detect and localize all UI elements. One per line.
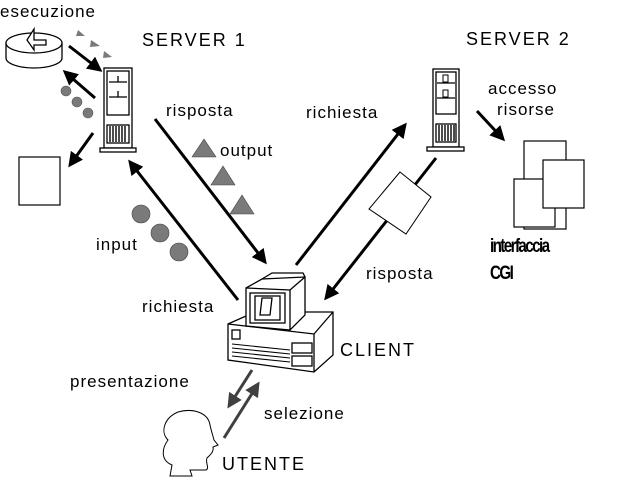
label-client: CLIENT <box>340 340 417 360</box>
arrow-presentazione <box>227 369 254 409</box>
label-presentazione: presentazione <box>70 372 190 391</box>
label-output: output <box>220 141 274 160</box>
triangle-token <box>210 165 236 186</box>
label-accesso: accesso <box>488 79 558 98</box>
response-document-icon <box>368 171 432 235</box>
server2-icon <box>426 68 465 152</box>
output-tokens <box>191 138 255 215</box>
output-document-icon <box>18 156 61 206</box>
label-interfaccia: interfaccia <box>490 236 550 257</box>
label-richiesta-server1: richiesta <box>142 297 215 316</box>
circle-token <box>169 242 189 262</box>
circle-token <box>60 85 72 97</box>
arrow-richiesta-client-to-server2 <box>294 122 407 266</box>
arrow-richiesta-client-to-server1 <box>128 159 240 301</box>
arrow-selezione <box>222 381 260 439</box>
label-risposta-server1: risposta <box>166 101 234 120</box>
triangle-token <box>229 194 255 215</box>
label-server2: SERVER 2 <box>466 29 571 49</box>
label-cgi: CGI <box>490 263 514 284</box>
label-risposta-server2: risposta <box>366 264 434 283</box>
circle-token <box>82 107 94 119</box>
resources-documents-icon <box>513 140 585 230</box>
input-tokens <box>131 204 189 262</box>
arrow-to-output-doc <box>68 132 95 168</box>
circle-token <box>131 204 151 224</box>
label-risorse: risorse <box>497 100 556 119</box>
arrow-to-server1 <box>68 44 103 72</box>
label-utente: UTENTE <box>222 454 306 474</box>
input-tokens-small <box>60 85 94 119</box>
user-head-icon <box>162 410 219 477</box>
execution-disk-icon <box>5 26 63 69</box>
arrow-risposta-server1-to-client <box>153 118 267 265</box>
client-computer-icon <box>227 272 334 373</box>
circle-token <box>150 223 170 243</box>
triangle-token <box>90 40 100 47</box>
label-selezione: selezione <box>264 404 345 423</box>
arrow-risposta-server2-to-client <box>324 157 438 301</box>
circle-token <box>71 96 83 108</box>
triangle-token <box>76 30 85 36</box>
arrow-to-disk <box>62 70 96 100</box>
output-tokens-small <box>76 30 112 58</box>
arrow-accesso-risorse <box>475 109 506 142</box>
label-input: input <box>96 235 138 254</box>
label-esecuzione: esecuzione <box>0 2 97 21</box>
triangle-token <box>191 138 217 158</box>
label-richiesta-server2: richiesta <box>306 103 379 122</box>
triangle-token <box>103 51 112 58</box>
label-server1: SERVER 1 <box>142 30 247 50</box>
server1-icon <box>99 67 137 153</box>
